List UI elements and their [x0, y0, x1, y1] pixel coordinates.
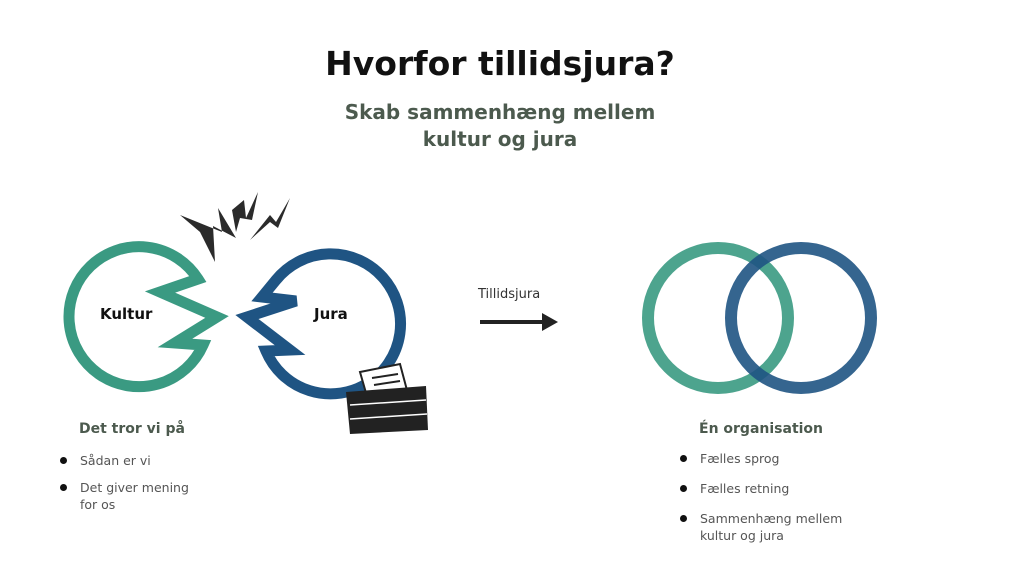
slide-title: Hvorfor tillidsjura?	[325, 44, 675, 83]
filing-cabinet-icon	[346, 362, 428, 434]
list-item: Sådan er vi	[60, 452, 220, 469]
right-heading: Én organisation	[699, 421, 824, 437]
jura-label: Jura	[314, 305, 348, 323]
list-item: Det giver mening for os	[60, 479, 200, 513]
right-list: Fælles sprog Fælles retning Sammenhæng m…	[680, 450, 860, 557]
list-item: Sammenhæng mellem kultur og jura	[680, 510, 860, 544]
arrow-label: Tillidsjura	[478, 287, 541, 302]
kultur-label: Kultur	[100, 305, 153, 323]
kultur-ring	[63, 241, 229, 393]
slide-subtitle: Skab sammenhæng mellem kultur og jura	[0, 99, 1000, 153]
subtitle-line-1: Skab sammenhæng mellem	[344, 100, 656, 124]
lightning-icon	[180, 192, 290, 262]
subtitle-line-2: kultur og jura	[422, 127, 578, 151]
left-heading: Det tror vi på	[79, 421, 185, 437]
law-circle	[725, 242, 877, 394]
left-list: Sådan er vi Det giver mening for os	[60, 452, 220, 523]
list-item: Fælles retning	[680, 480, 860, 497]
arrow-icon	[480, 313, 558, 331]
culture-circle	[642, 242, 794, 394]
list-item: Fælles sprog	[680, 450, 860, 467]
jura-ring	[235, 248, 407, 400]
